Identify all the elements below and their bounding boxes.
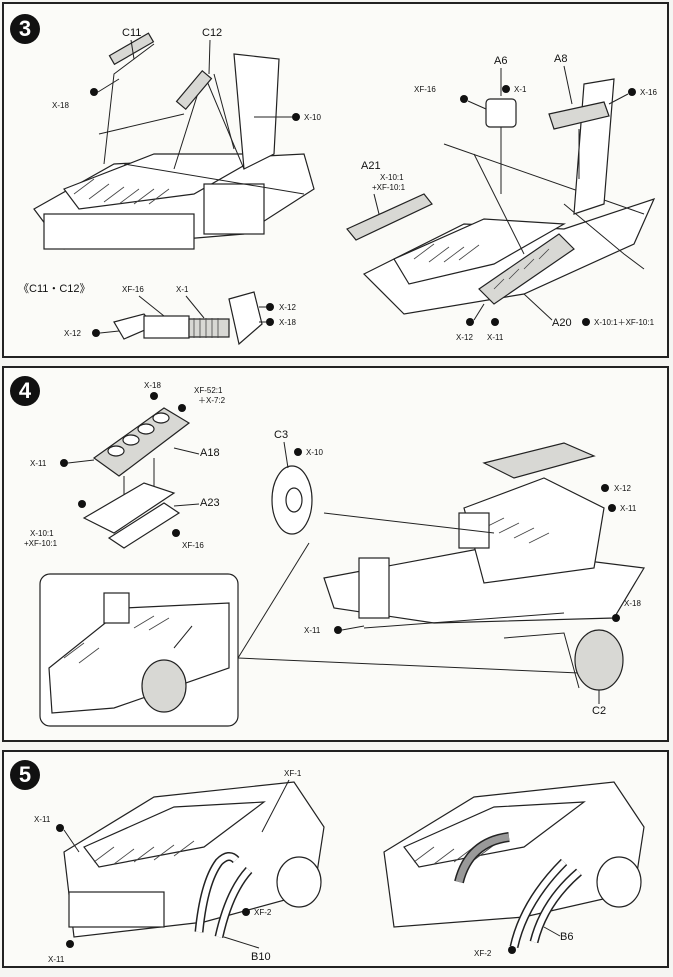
step-3-panel: 3 C11 C12	[2, 2, 669, 358]
paint-marker	[491, 318, 499, 326]
callout-x10: X-10	[304, 113, 321, 122]
callout-mix: X-10:1＋XF-10:1	[594, 318, 655, 327]
step-3-diagram: C11 C12 X-18 X-10 《C11・C12》 XF-16 X-1	[18, 27, 657, 346]
paint-marker	[608, 504, 616, 512]
paint-marker	[292, 113, 300, 121]
callout-mix: +XF-10:1	[24, 539, 58, 548]
callout-x12: X-12	[614, 484, 631, 493]
paint-marker	[242, 908, 250, 916]
paint-marker	[66, 940, 74, 948]
paint-marker	[266, 303, 274, 311]
callout-x12: X-12	[64, 329, 81, 338]
paint-marker	[78, 500, 86, 508]
part-label-a8: A8	[554, 53, 567, 65]
part-label-c2: C2	[592, 705, 606, 717]
callout-x12: X-12	[279, 303, 296, 312]
callout-x16: X-16	[640, 88, 657, 97]
paint-marker	[92, 329, 100, 337]
part-label-b6: B6	[560, 931, 573, 943]
callout-x18: X-18	[279, 318, 296, 327]
callout-mix: X-10:1	[380, 173, 404, 182]
paint-marker	[628, 88, 636, 96]
callout-xf16: XF-16	[182, 541, 204, 550]
part-label-c11: C11	[122, 27, 141, 39]
engine-right-drawing	[383, 781, 645, 949]
subassembly-label: 《C11・C12》	[18, 282, 91, 295]
callout-x18: X-18	[624, 599, 641, 608]
callout-x1: X-1	[176, 285, 189, 294]
callout-x10: X-10	[306, 448, 323, 457]
callout-x7: ＋X-7:2	[198, 396, 226, 405]
callout-x11: X-11	[304, 626, 321, 635]
paint-marker	[460, 95, 468, 103]
detail-inset	[39, 573, 239, 727]
part-label-c3: C3	[274, 429, 288, 441]
paint-marker	[601, 484, 609, 492]
step-4-panel: 4 X-18 XF-52:1 ＋X-7:2 X-11 A18 A23 X-10:…	[2, 366, 669, 742]
step-4-badge: 4	[10, 376, 40, 406]
callout-xf52: XF-52:1	[194, 386, 223, 395]
callout-x11: X-11	[48, 955, 65, 964]
step-5-diagram: XF-1 X-11 X-11 XF-2 B10 XF-2 B	[34, 769, 645, 964]
paint-marker	[178, 404, 186, 412]
paint-marker	[266, 318, 274, 326]
callout-xf16: XF-16	[414, 85, 436, 94]
paint-marker	[172, 529, 180, 537]
step-5-badge: 5	[10, 760, 40, 790]
paint-marker	[60, 459, 68, 467]
paint-marker	[334, 626, 342, 634]
paint-marker	[582, 318, 590, 326]
step-5-panel: 5 XF-1 X-11 X-11 XF-2 B10	[2, 750, 669, 968]
callout-x11: X-11	[620, 504, 637, 513]
shock-subassembly-drawing	[113, 291, 263, 346]
manifold-drawing	[82, 407, 191, 549]
paint-marker	[150, 392, 158, 400]
part-label-c12: C12	[202, 27, 222, 39]
part-label-a6: A6	[494, 55, 507, 67]
part-label-a21: A21	[361, 160, 381, 172]
callout-xf2: XF-2	[254, 908, 272, 917]
part-label-a23: A23	[200, 497, 220, 509]
callout-x1: X-1	[514, 85, 527, 94]
callout-mix: X-10:1	[30, 529, 54, 538]
engine-left-drawing	[63, 781, 325, 938]
paint-marker	[466, 318, 474, 326]
right-chassis-drawing	[346, 78, 656, 315]
part-label-b10: B10	[251, 951, 271, 963]
callout-x18: X-18	[144, 381, 161, 390]
left-chassis-drawing	[33, 32, 315, 250]
callout-x18: X-18	[52, 101, 69, 110]
callout-mix: +XF-10:1	[372, 183, 406, 192]
paint-marker	[56, 824, 64, 832]
step-4-diagram: X-18 XF-52:1 ＋X-7:2 X-11 A18 A23 X-10:1 …	[24, 381, 645, 727]
paint-marker	[90, 88, 98, 96]
part-label-a18: A18	[200, 447, 220, 459]
part-label-a20: A20	[552, 317, 572, 329]
chassis-drawing	[271, 442, 645, 691]
paint-marker	[612, 614, 620, 622]
callout-xf16: XF-16	[122, 285, 144, 294]
callout-x12: X-12	[456, 333, 473, 342]
callout-xf1: XF-1	[284, 769, 302, 778]
paint-marker	[508, 946, 516, 954]
callout-xf2: XF-2	[474, 949, 492, 958]
paint-marker	[294, 448, 302, 456]
callout-x11: X-11	[30, 459, 47, 468]
callout-x11: X-11	[34, 815, 51, 824]
paint-marker	[502, 85, 510, 93]
callout-x11: X-11	[487, 333, 504, 342]
step-3-badge: 3	[10, 14, 40, 44]
